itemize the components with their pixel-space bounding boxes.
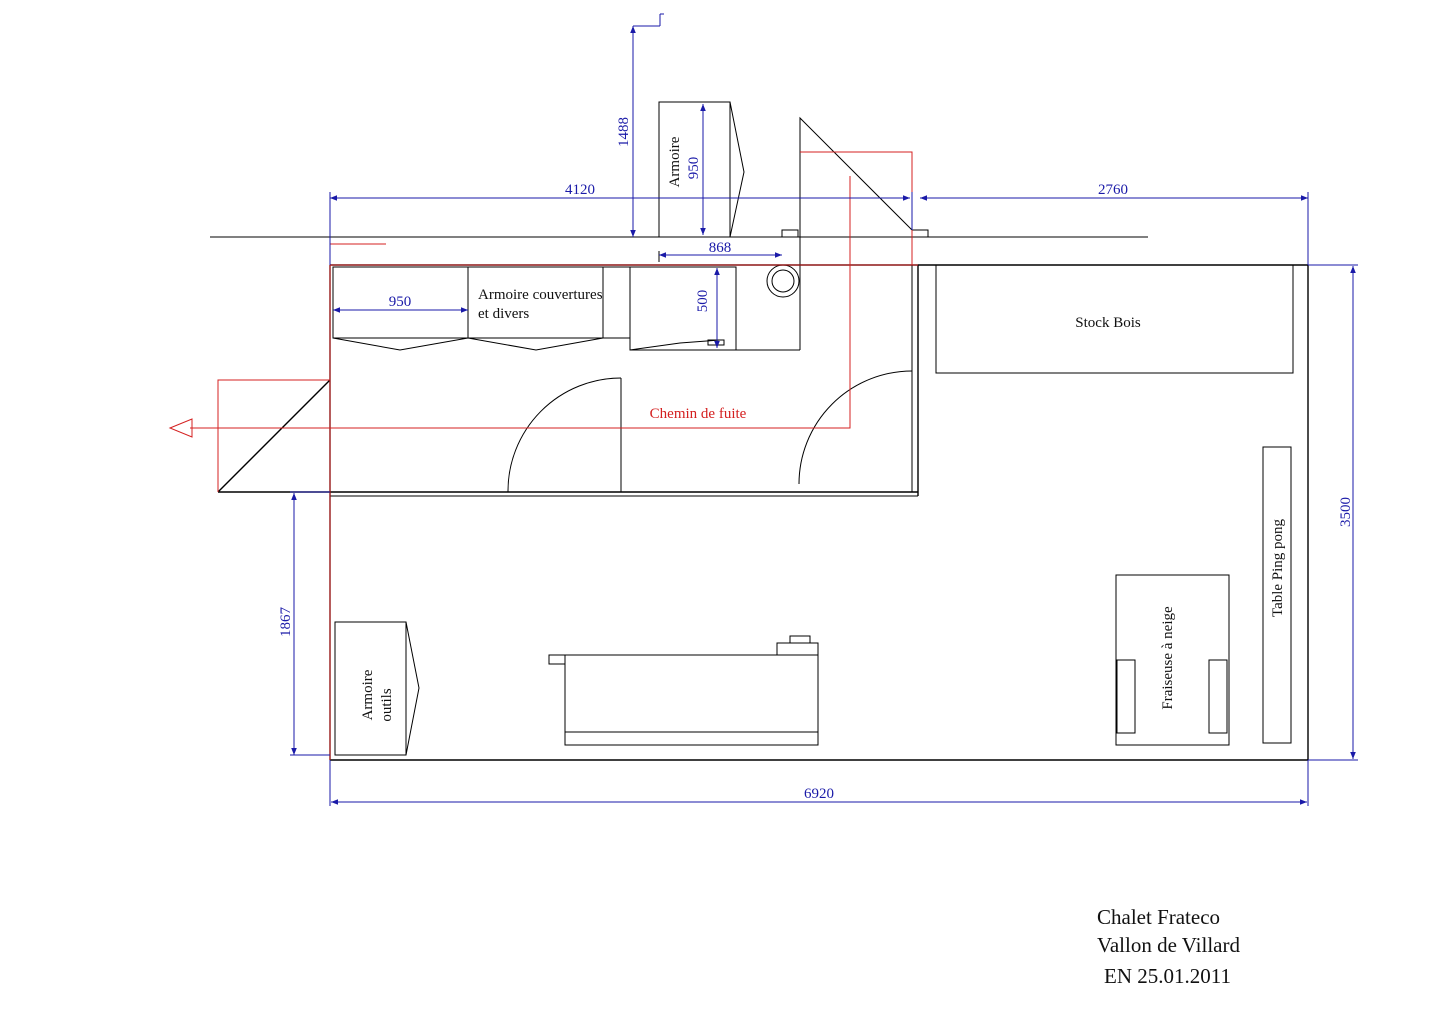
label-et-divers: et divers — [478, 306, 529, 322]
dimension-lines — [290, 13, 1358, 806]
label-stock-bois: Stock Bois — [1075, 315, 1141, 331]
title-line-3: EN 25.01.2011 — [1104, 964, 1231, 988]
inner-doors — [507, 370, 913, 493]
title-line-1: Chalet Frateco — [1097, 905, 1221, 929]
label-fraiseuse: Fraiseuse à neige — [1160, 606, 1176, 710]
furniture — [332, 101, 1294, 756]
dim-3500: 3500 — [1338, 497, 1354, 527]
dim-6920: 6920 — [804, 786, 834, 802]
dim-1488: 1488 — [616, 117, 632, 147]
dim-4120: 4120 — [565, 182, 595, 198]
title-block: Chalet Frateco Vallon de Villard EN 25.0… — [1097, 903, 1337, 990]
label-table-ping-pong: Table Ping pong — [1270, 518, 1286, 617]
label-armoire-couvertures: Armoire couvertures — [478, 287, 603, 303]
label-armoire-outils-1: Armoire — [360, 669, 376, 720]
label-armoire-outils-2: outils — [379, 688, 395, 722]
dim-500: 500 — [695, 290, 711, 313]
dim-950-shelf: 950 — [389, 294, 412, 310]
label-armoire-top: Armoire — [667, 136, 683, 187]
dim-1867: 1867 — [278, 607, 294, 638]
label-chemin-de-fuite: Chemin de fuite — [650, 406, 747, 422]
title-line-2: Vallon de Villard — [1097, 933, 1240, 957]
dim-950-cabinet: 950 — [686, 157, 702, 180]
escape-route — [168, 151, 918, 760]
walls — [210, 116, 1309, 761]
dim-868: 868 — [709, 240, 732, 256]
dim-2760: 2760 — [1098, 182, 1128, 198]
